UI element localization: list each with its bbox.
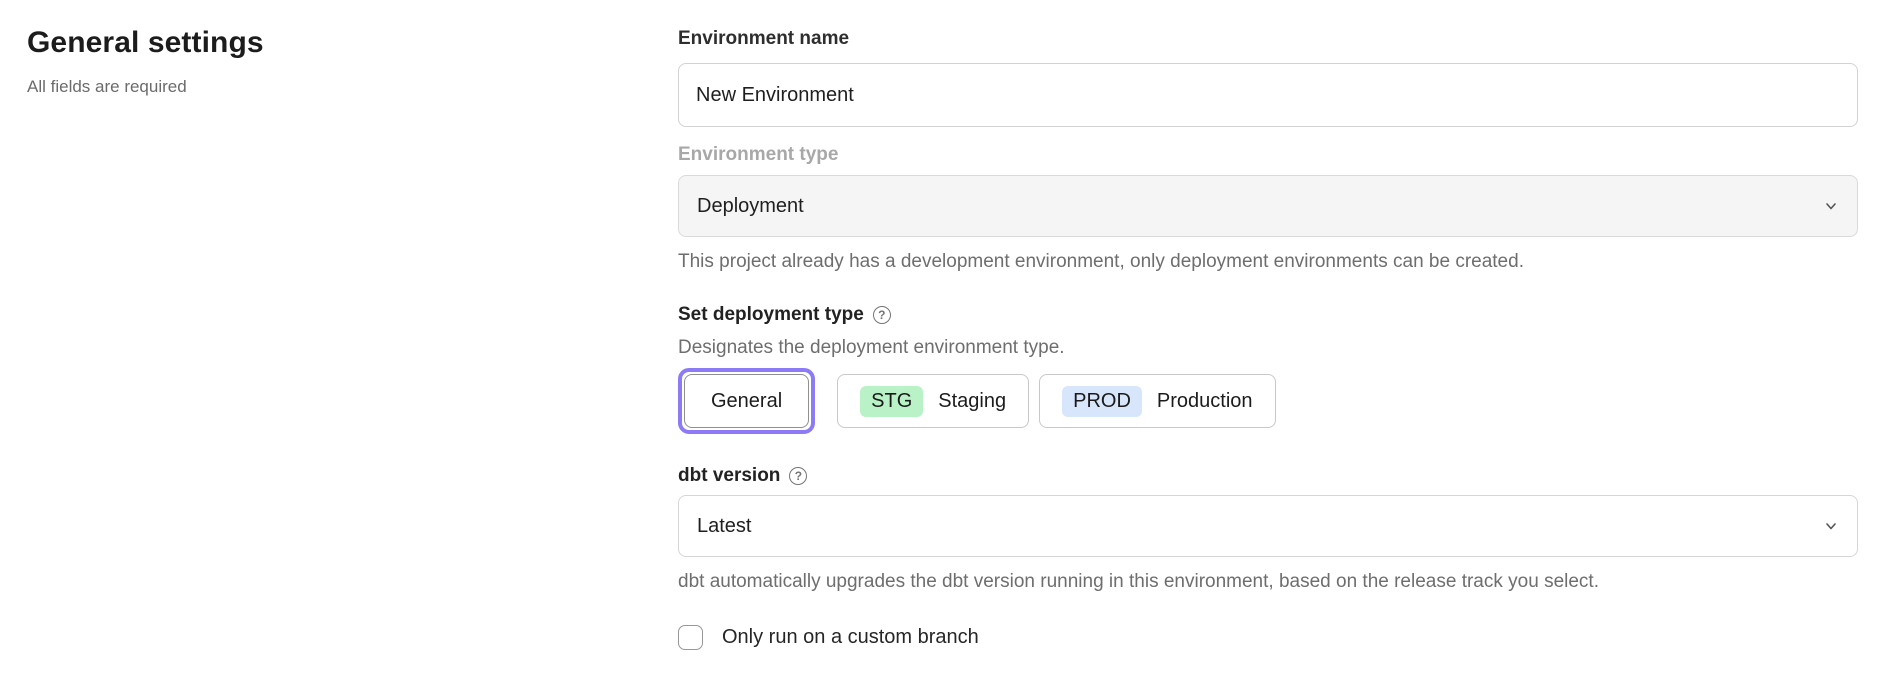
deployment-type-helper: Designates the deployment environment ty…	[678, 337, 1065, 358]
selected-option-ring: General	[678, 368, 816, 434]
deployment-option-production-label: Production	[1156, 389, 1253, 412]
dbt-version-label-text: dbt version	[678, 465, 781, 486]
chevron-down-icon	[1826, 203, 1836, 210]
production-badge: PROD	[1062, 385, 1142, 417]
deployment-option-staging-label: Staging	[938, 389, 1007, 412]
environment-type-helper: This project already has a development e…	[678, 251, 1524, 272]
deployment-type-options: General STG Staging PROD Production	[678, 368, 1858, 434]
chevron-down-icon	[1826, 523, 1836, 530]
custom-branch-label: Only run on a custom branch	[722, 626, 979, 648]
custom-branch-checkbox[interactable]	[678, 625, 703, 650]
staging-badge: STG	[860, 385, 924, 417]
deployment-option-staging[interactable]: STG Staging	[837, 374, 1030, 428]
custom-branch-row: Only run on a custom branch	[678, 625, 1858, 650]
deployment-type-label-text: Set deployment type	[678, 304, 864, 325]
deployment-type-label: Set deployment type ?	[678, 303, 1858, 327]
environment-type-value: Deployment	[697, 194, 804, 217]
deployment-option-production[interactable]: PROD Production	[1039, 374, 1276, 428]
deployment-option-general[interactable]: General	[684, 374, 810, 428]
environment-name-label: Environment name	[678, 28, 850, 49]
dbt-version-value: Latest	[697, 514, 752, 537]
environment-type-select[interactable]: Deployment	[678, 175, 1858, 237]
question-circle-icon[interactable]: ?	[789, 467, 808, 485]
environment-name-input[interactable]	[678, 63, 1858, 127]
dbt-version-label: dbt version ?	[678, 464, 1858, 488]
page-header: General settings All fields are required	[27, 26, 264, 97]
environment-type-label: Environment type	[678, 144, 839, 165]
question-circle-icon[interactable]: ?	[872, 306, 891, 324]
page-subtitle: All fields are required	[27, 77, 187, 96]
general-settings-form: Environment name Environment type Deploy…	[678, 0, 1858, 650]
deployment-option-general-label: General	[711, 389, 783, 412]
dbt-version-select[interactable]: Latest	[678, 495, 1858, 557]
dbt-version-helper: dbt automatically upgrades the dbt versi…	[678, 571, 1599, 592]
page-title: General settings	[27, 26, 264, 59]
